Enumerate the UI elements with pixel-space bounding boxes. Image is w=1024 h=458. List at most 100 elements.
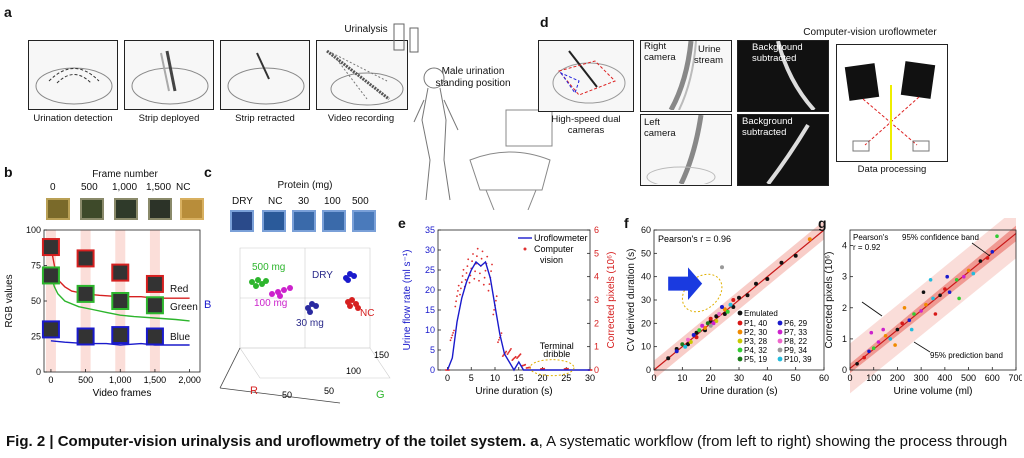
color-sample-marker	[41, 320, 60, 339]
protein-title: Protein (mg)	[277, 180, 333, 191]
caption-prefix: Fig. 2 |	[6, 433, 58, 450]
frame-number-labels: 0 500 1,000 1,500 NC	[40, 182, 220, 196]
frame-number-title: Frame number	[92, 169, 158, 180]
y-tick-label: 25	[425, 265, 435, 275]
data-point	[971, 271, 976, 276]
cv-point	[509, 349, 511, 352]
cv-point	[482, 283, 485, 286]
cv-point	[465, 272, 468, 274]
protein-thumbnail	[322, 210, 346, 232]
position-label-1: Male urination	[441, 66, 505, 77]
cv-point	[474, 270, 476, 273]
data-point	[871, 346, 876, 350]
data-point	[705, 321, 710, 326]
data-point	[978, 259, 983, 263]
x-tick-label: 10	[677, 373, 687, 383]
high-speed-cameras-image	[538, 40, 634, 112]
data-point	[666, 356, 671, 361]
data-point	[779, 260, 784, 265]
urine-stream-label-1: Urine	[698, 44, 721, 55]
pearson-stat-2: r = 0.92	[853, 243, 881, 252]
protein-label: 30	[298, 196, 310, 207]
y-tick-label: 5	[430, 345, 435, 355]
x-tick-label: 1,500	[144, 375, 167, 385]
legend-blue: Blue	[170, 332, 190, 343]
data-point	[722, 312, 727, 316]
color-sample-marker	[76, 327, 95, 346]
data-point	[688, 340, 693, 344]
protein-label: 500	[352, 196, 369, 207]
step-label-2: Strip deployed	[138, 113, 200, 124]
cv-point	[468, 281, 471, 284]
x-tick-label: 40	[762, 373, 772, 383]
y-tick-label: 2	[842, 303, 847, 313]
color-sample-marker	[41, 266, 60, 285]
data-point	[745, 293, 750, 298]
pearson-stat: Pearson's r = 0.96	[658, 234, 731, 244]
tick-g: 150	[374, 350, 389, 360]
left-camera-label-2: camera	[644, 128, 676, 139]
left-background-subtracted-image	[737, 114, 829, 186]
data-point	[725, 309, 730, 314]
y-tick-label: 25	[31, 332, 41, 342]
data-point	[995, 234, 999, 238]
y-tick-label: 3	[842, 272, 847, 282]
position-label-2: standing position	[435, 78, 511, 89]
cv-point	[476, 247, 479, 250]
y-axis-label: Corrected pixels (10⁶)	[824, 252, 835, 349]
x-tick-label: 700	[1008, 373, 1022, 383]
arrow-icon	[668, 267, 703, 300]
y-tick-label: 100	[26, 225, 41, 235]
caption-rest: , A systematic workflow (from left to ri…	[538, 433, 1008, 450]
color-sample-marker	[111, 326, 130, 345]
data-point	[737, 295, 741, 300]
cv-point	[473, 277, 476, 280]
cv-point	[497, 341, 499, 344]
color-sample-marker	[76, 249, 95, 268]
y-tick-label: 30	[425, 245, 435, 255]
cv-point	[467, 258, 470, 261]
data-point	[888, 337, 893, 341]
cv-point	[457, 284, 460, 287]
color-sample-marker	[111, 292, 130, 310]
y-tick-label: 10	[425, 325, 435, 335]
pearson-stat-1: Pearson's	[853, 233, 888, 242]
step-label-3: Strip retracted	[235, 113, 295, 124]
color-sample-marker	[41, 238, 60, 257]
x-axis-label: Urine volume (ml)	[894, 386, 973, 397]
cv-point	[481, 250, 484, 253]
y-axis-label: CV derived duration (s)	[626, 249, 637, 352]
cluster-500mg	[249, 277, 269, 289]
data-point	[893, 343, 897, 347]
y2-tick-label: 0	[594, 365, 599, 375]
strip-thumbnail	[148, 198, 172, 220]
data-point	[717, 312, 722, 316]
data-point	[728, 302, 733, 307]
y-tick-label: 30	[641, 295, 651, 305]
color-sample-marker	[145, 296, 164, 315]
panel-d-letter: d	[540, 14, 549, 30]
x-tick-label: 50	[791, 373, 801, 383]
cv-point	[519, 353, 522, 356]
data-point	[683, 344, 688, 349]
plot-frame	[849, 229, 1017, 371]
y2-tick-label: 6	[594, 225, 599, 235]
cv-point	[460, 281, 463, 284]
tick-g: 50	[324, 386, 334, 396]
data-point	[720, 265, 724, 270]
cv-point	[508, 350, 511, 353]
data-point	[867, 349, 871, 354]
cv-point	[495, 299, 497, 302]
data-point	[754, 281, 758, 286]
cv-point	[466, 265, 469, 267]
cluster-nc	[345, 297, 361, 311]
cv-point	[457, 290, 459, 292]
data-point	[674, 349, 679, 354]
data-point	[919, 309, 923, 313]
cv-point	[488, 283, 491, 285]
data-point	[694, 330, 699, 335]
cv-point	[448, 369, 451, 371]
